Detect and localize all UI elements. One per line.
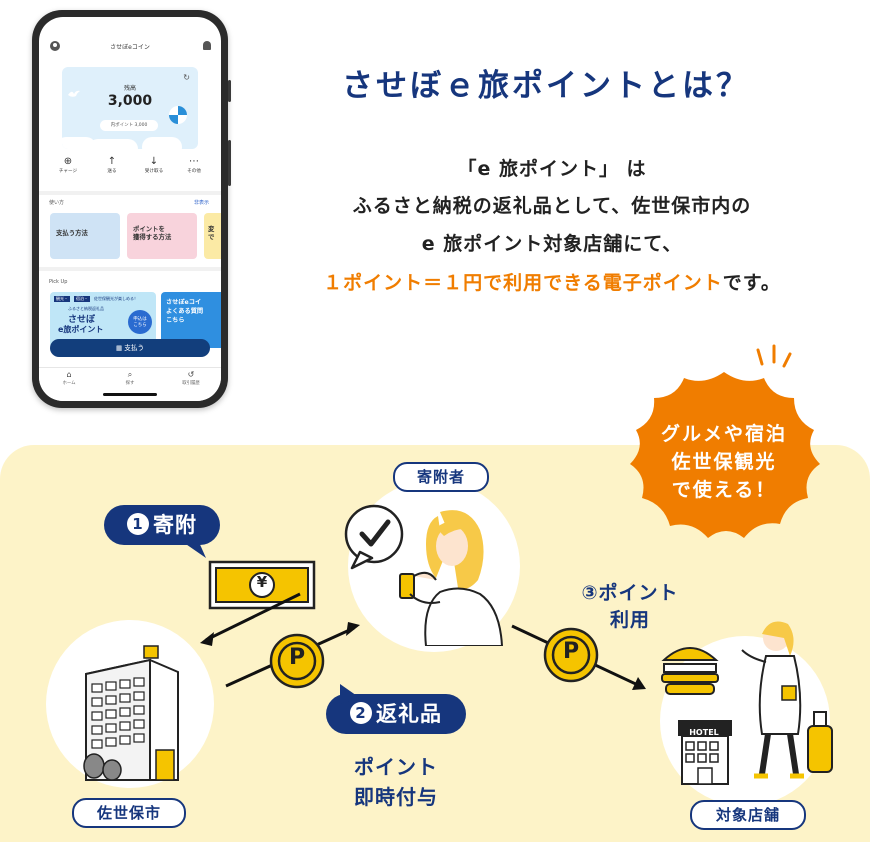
step-number: 2 <box>350 702 372 724</box>
howto-card-label: ポイントを <box>133 225 165 233</box>
phone-side-button <box>228 140 231 186</box>
user-icon[interactable] <box>50 41 60 51</box>
step-number: 1 <box>127 513 149 535</box>
send-button[interactable]: ↑ 送る <box>95 155 129 174</box>
balance-value: 3,000 <box>107 93 153 109</box>
plus-circle-icon: ⊕ <box>63 156 73 167</box>
arrow-up-icon: ↑ <box>107 156 117 167</box>
howto-card-label: で <box>208 233 215 241</box>
page-title: させぼｅ旅ポイントとは？ <box>342 68 750 104</box>
city-hall-illustration <box>83 645 179 781</box>
home-icon: ⌂ <box>66 370 72 379</box>
cloud-decoration <box>62 137 96 149</box>
pickup-card-etabi[interactable]: 観光・ 宿泊・ 佐世保観光が楽しめる！ ふるさと納税返礼品 させぼ e旅ポイント… <box>50 292 156 348</box>
hotel-sign: HOTEL <box>689 728 719 737</box>
divider <box>39 267 221 271</box>
highlight-text: １ポイント＝１円で利用できる電子ポイント <box>323 272 723 294</box>
bird-icon <box>68 90 80 97</box>
description-line: 「e 旅ポイント」 は <box>457 158 647 180</box>
hide-link[interactable]: 非表示 <box>193 200 209 206</box>
app-title: させぼeコイン <box>110 44 150 51</box>
burst-line: 佐世保観光 <box>671 451 777 473</box>
howto-title: 使い方 <box>49 200 65 206</box>
receive-button[interactable]: ↓ 受け取る <box>137 155 171 174</box>
divider <box>39 191 221 195</box>
bubble-tail <box>340 684 360 704</box>
howto-card-more[interactable]: 変 で <box>204 213 221 259</box>
ellipsis-icon: ⋯ <box>189 156 199 167</box>
beach-ball-icon <box>169 106 187 124</box>
howto-card-label: 変 <box>208 225 215 233</box>
burst-line: グルメや宿泊 <box>660 423 787 445</box>
burst-line: で使える！ <box>671 479 777 501</box>
qr-icon: ▦ <box>115 344 123 352</box>
step-text: 返礼品 <box>376 702 442 726</box>
howto-card-label: 支払う方法 <box>56 229 88 237</box>
charge-button[interactable]: ⊕ チャージ <box>51 155 85 174</box>
balance-label: 残高 <box>123 85 136 92</box>
howto-card-earn[interactable]: ポイントを 獲得する方法 <box>127 213 197 259</box>
balance-points: 内ポイント 3,000 <box>100 120 158 131</box>
feature-burst <box>630 372 820 538</box>
bell-icon[interactable] <box>203 41 211 50</box>
tab-search[interactable]: ⌕ 探す <box>110 370 150 386</box>
step3-label: ③ポイント 利用 <box>581 582 679 631</box>
apply-badge[interactable]: 申込は こちら <box>128 310 152 334</box>
step2-note: ポイント 即時付与 <box>354 755 438 809</box>
description-line: ふるさと納税の返礼品として、佐世保市内の <box>352 195 752 217</box>
pickup-header: Pick Up <box>39 279 221 287</box>
howto-header: 使い方 非表示 <box>39 199 221 207</box>
refresh-icon[interactable]: ↻ <box>183 73 190 82</box>
store-illustration <box>661 621 833 785</box>
phone-side-button <box>228 80 231 102</box>
store-label: 対象店舗 <box>690 800 806 830</box>
howto-card-label: 獲得する方法 <box>133 233 172 241</box>
howto-card-pay[interactable]: 支払う方法 <box>50 213 120 259</box>
point-coin-icon <box>543 627 599 683</box>
more-button[interactable]: ⋯ その他 <box>177 155 211 174</box>
pickup-brand: させぼ <box>68 315 96 325</box>
yen-bill-icon <box>208 560 316 610</box>
pickup-brand: e旅ポイント <box>58 325 104 334</box>
app-header: させぼeコイン <box>39 37 221 59</box>
tab-history[interactable]: ↺ 取引履歴 <box>171 370 211 386</box>
pickup-card-faq[interactable]: させぼeコイ よくある質問 こちら <box>161 292 221 348</box>
description-highlight: １ポイント＝１円で利用できる電子ポイントです。 <box>252 268 852 295</box>
description-tail: です。 <box>722 272 781 294</box>
action-row: ⊕ チャージ ↑ 送る ↓ 受け取る ⋯ その他 <box>39 155 221 185</box>
tab-home[interactable]: ⌂ ホーム <box>49 370 89 386</box>
bubble-tail <box>180 540 206 558</box>
phone-screen: させぼeコイン ↻ 残高 3,000 内ポイント 3,000 ⊕ チャージ <box>39 17 221 401</box>
coin-symbol: P <box>562 639 580 664</box>
coin-symbol: P <box>288 645 306 670</box>
donor-illustration <box>344 504 504 646</box>
yen-symbol: ¥ <box>256 573 268 591</box>
sparkle-lines <box>756 344 792 368</box>
home-indicator <box>103 393 157 396</box>
arrow-down-icon: ↓ <box>149 156 159 167</box>
step-text: 寄附 <box>153 513 197 537</box>
donor-label: 寄附者 <box>393 462 489 492</box>
city-label: 佐世保市 <box>72 798 186 828</box>
point-coin-icon <box>269 633 325 689</box>
cloud-decoration <box>142 137 182 149</box>
phone-mockup: させぼeコイン ↻ 残高 3,000 内ポイント 3,000 ⊕ チャージ <box>32 10 231 408</box>
history-icon: ↺ <box>187 370 195 379</box>
description-line: e 旅ポイント対象店舗にて、 <box>421 233 683 255</box>
pickup-title: Pick Up <box>49 279 68 285</box>
pay-button[interactable]: ▦ 支払う <box>50 339 210 357</box>
cloud-decoration <box>88 139 138 149</box>
balance-card: ↻ 残高 3,000 内ポイント 3,000 <box>62 67 198 149</box>
search-icon: ⌕ <box>127 370 133 379</box>
